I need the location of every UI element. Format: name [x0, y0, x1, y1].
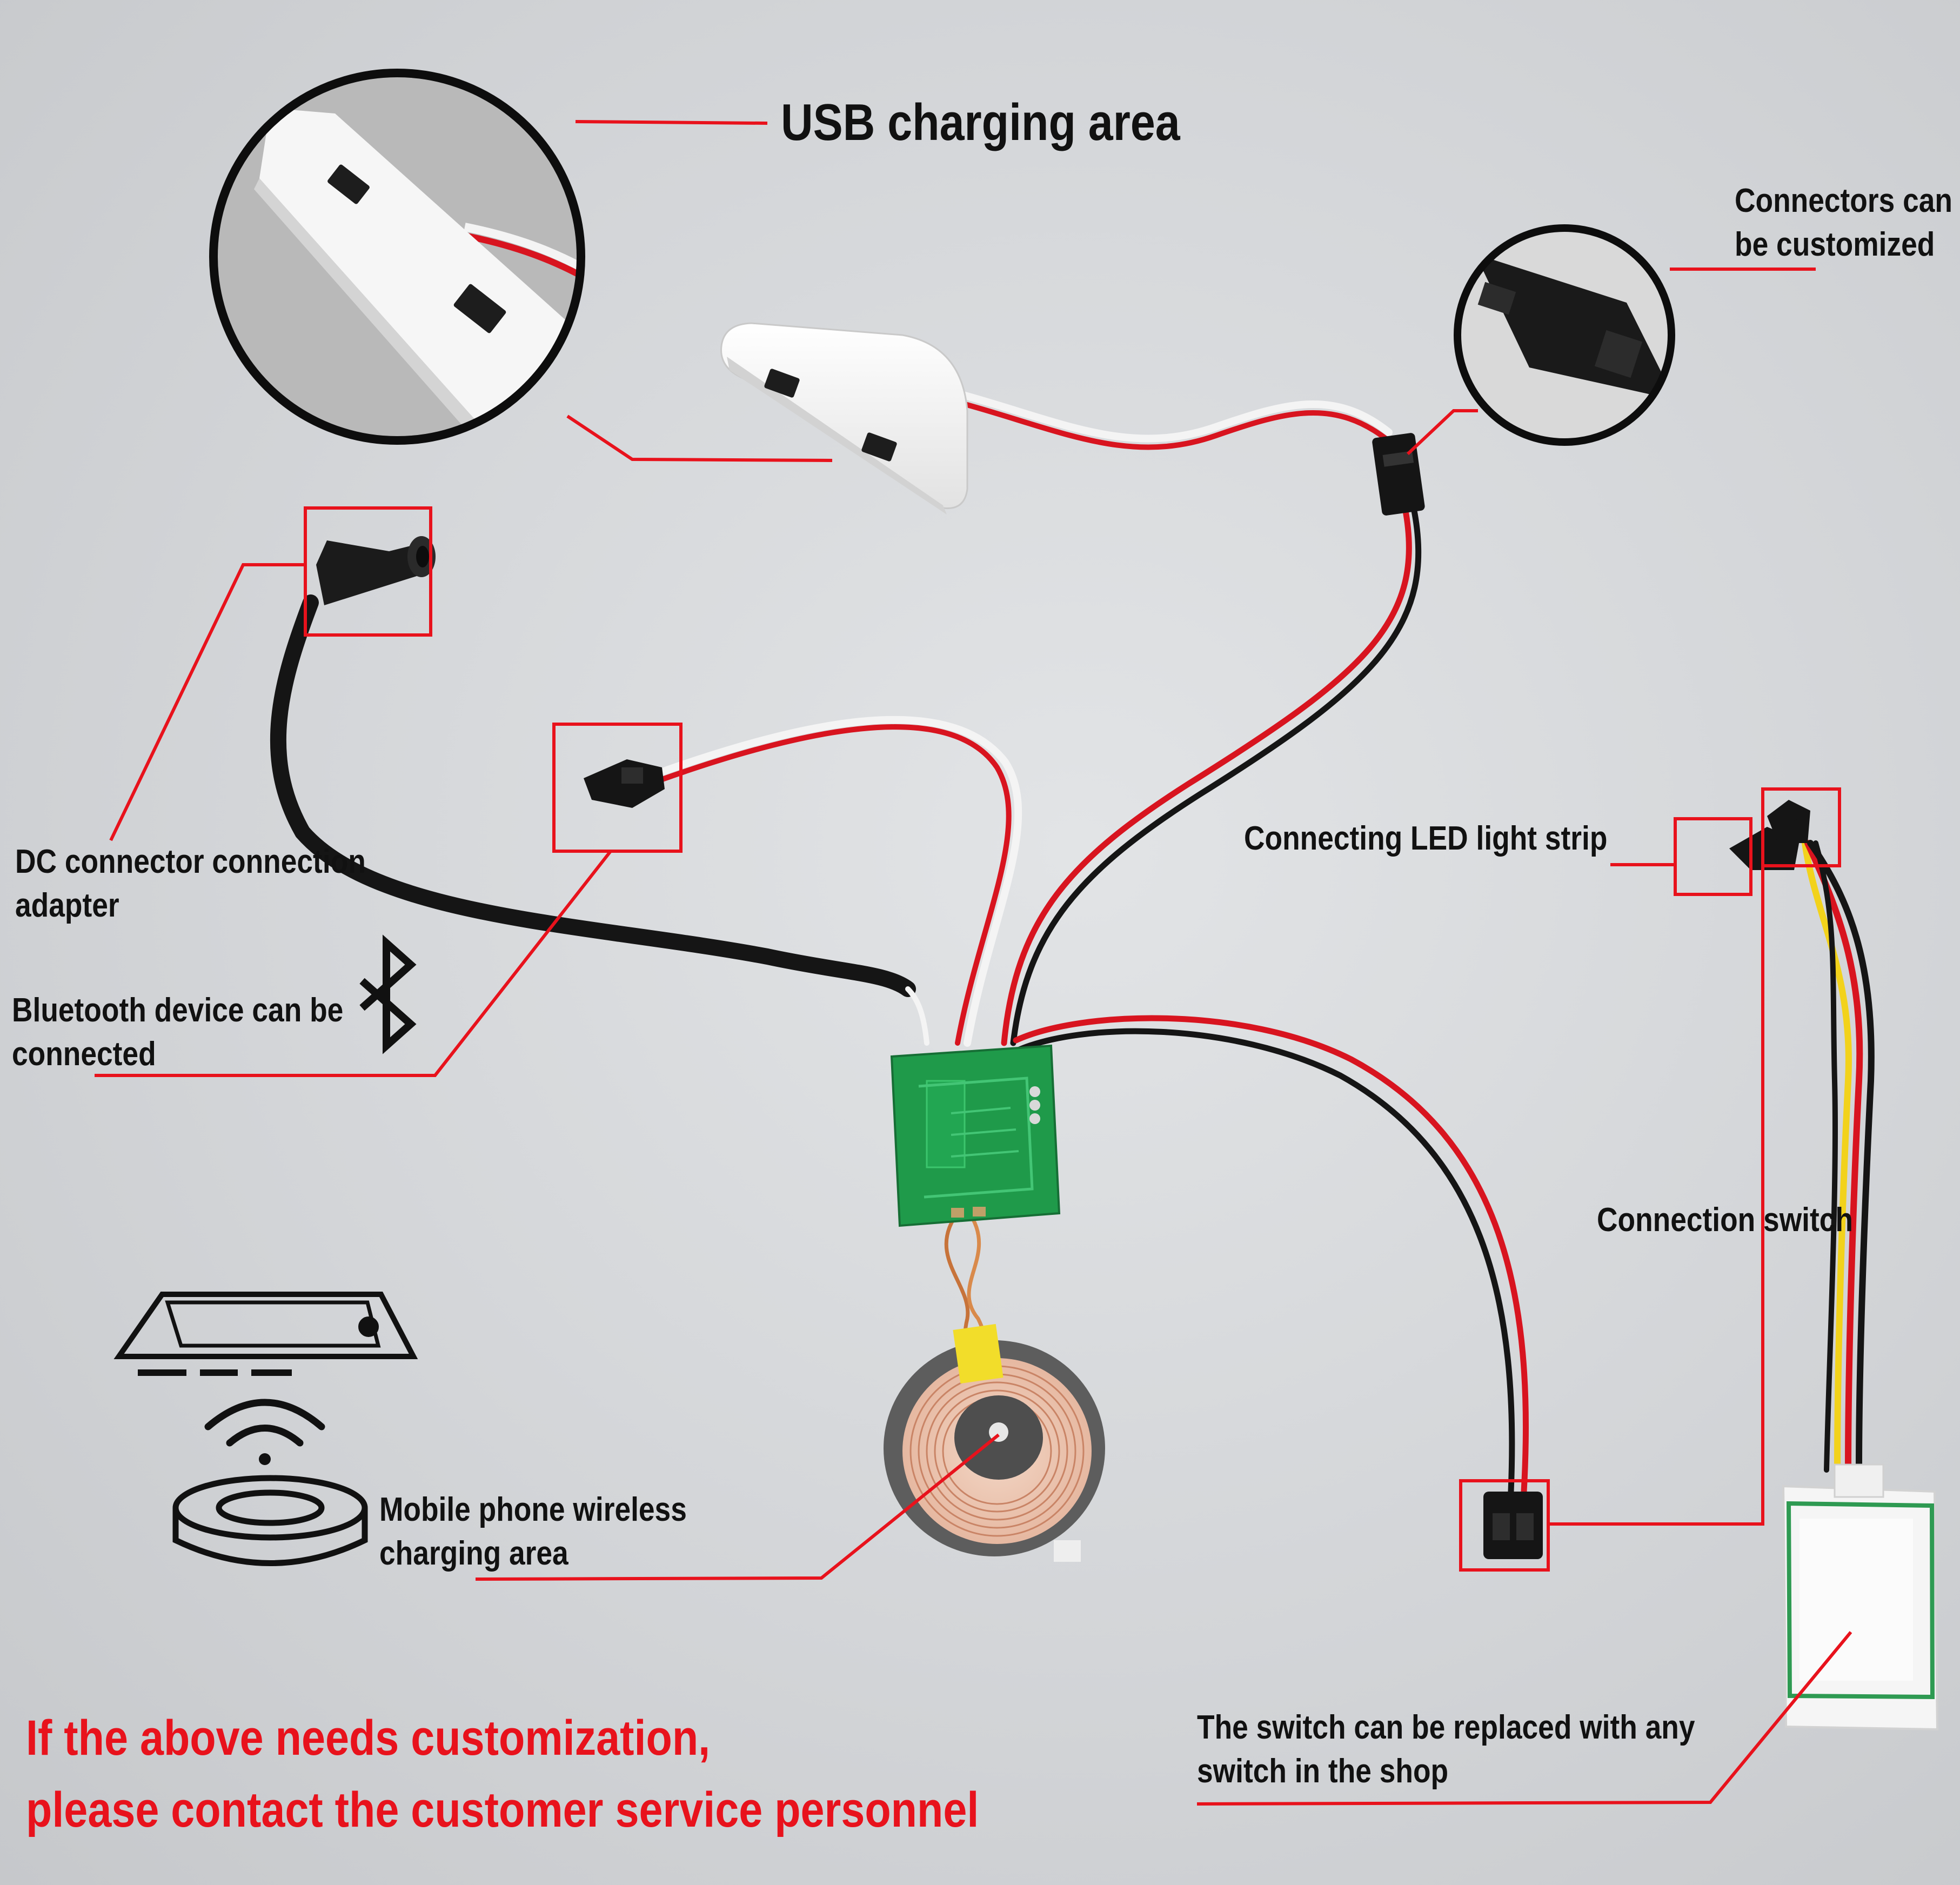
- switch-wire-red: [1804, 840, 1863, 1473]
- callout-usb-bottom: [566, 415, 833, 462]
- dc-cable-white: [905, 986, 929, 1046]
- label-connection-switch: Connection switch: [1597, 1201, 1853, 1239]
- callout-bt: [95, 850, 612, 1077]
- label-switch-replace: The switch can be replaced with any swit…: [1197, 1709, 1695, 1790]
- usb-cable-red: [884, 384, 1392, 450]
- label-usb-charging: USB charging area: [781, 93, 1180, 151]
- switch-connector: [1483, 1492, 1543, 1559]
- label-wireless-charging: Mobile phone wireless charging area: [379, 1491, 687, 1572]
- callout-dc: [109, 563, 305, 841]
- label-led-strip: Connecting LED light strip: [1244, 820, 1608, 857]
- label-connectors: Connectors can be customized: [1735, 182, 1952, 263]
- switch-wire-black: [1807, 840, 1875, 1473]
- connector-zoom-circle: [1454, 224, 1675, 446]
- usb-plate: [720, 322, 968, 514]
- dc-highlight-box: [304, 506, 432, 637]
- switch-cable-red: [1013, 1015, 1529, 1495]
- bluetooth-connector: [584, 759, 665, 808]
- led-connectors: [1729, 800, 1810, 870]
- bt-cable-white: [655, 716, 1022, 1047]
- wifi-waves-icon: [204, 1399, 325, 1465]
- dc-cable: [270, 594, 916, 997]
- pcb-usb-black: [1010, 505, 1422, 1046]
- pcb-board: [890, 1044, 1061, 1227]
- switch-cable-black: [1013, 1028, 1515, 1495]
- bluetooth-icon: [359, 934, 417, 1054]
- led-highlight-box-1: [1674, 817, 1752, 896]
- switch-panel: [1782, 1463, 1939, 1731]
- phone-icon: [113, 1292, 418, 1376]
- callout-connector-line: [1406, 409, 1478, 456]
- switch-highlight-box: [1459, 1479, 1550, 1572]
- bt-cable-red: [657, 724, 1012, 1046]
- dc-connector: [316, 536, 436, 605]
- usb-zoom-circle: [209, 69, 585, 445]
- pcb-usb-red: [1001, 505, 1412, 1046]
- label-bluetooth: Bluetooth device can be connected: [12, 992, 344, 1073]
- callout-wireless: [475, 1433, 1000, 1581]
- callouts: [95, 120, 1852, 1806]
- led-highlight-box-2: [1761, 787, 1841, 867]
- bt-highlight-box: [552, 723, 683, 853]
- switch-wire-yellow: [1802, 840, 1852, 1473]
- usb-connector: [1372, 433, 1425, 516]
- callout-switch: [1548, 830, 1764, 1526]
- usb-cable-white: [882, 375, 1393, 443]
- label-dc-connector: DC connector connection adapter: [15, 843, 366, 924]
- switch-wire-black-2: [1813, 840, 1838, 1473]
- wireless-pad-icon: [172, 1475, 368, 1566]
- wires: [270, 375, 1875, 1495]
- callout-replace: [1196, 1631, 1852, 1806]
- usb-port-1: [764, 369, 800, 398]
- customization-note: If the above needs customization, please…: [26, 1710, 979, 1838]
- usb-port-2: [861, 432, 897, 462]
- callout-usb-top: [575, 120, 768, 125]
- wireless-coil: [884, 1323, 1105, 1562]
